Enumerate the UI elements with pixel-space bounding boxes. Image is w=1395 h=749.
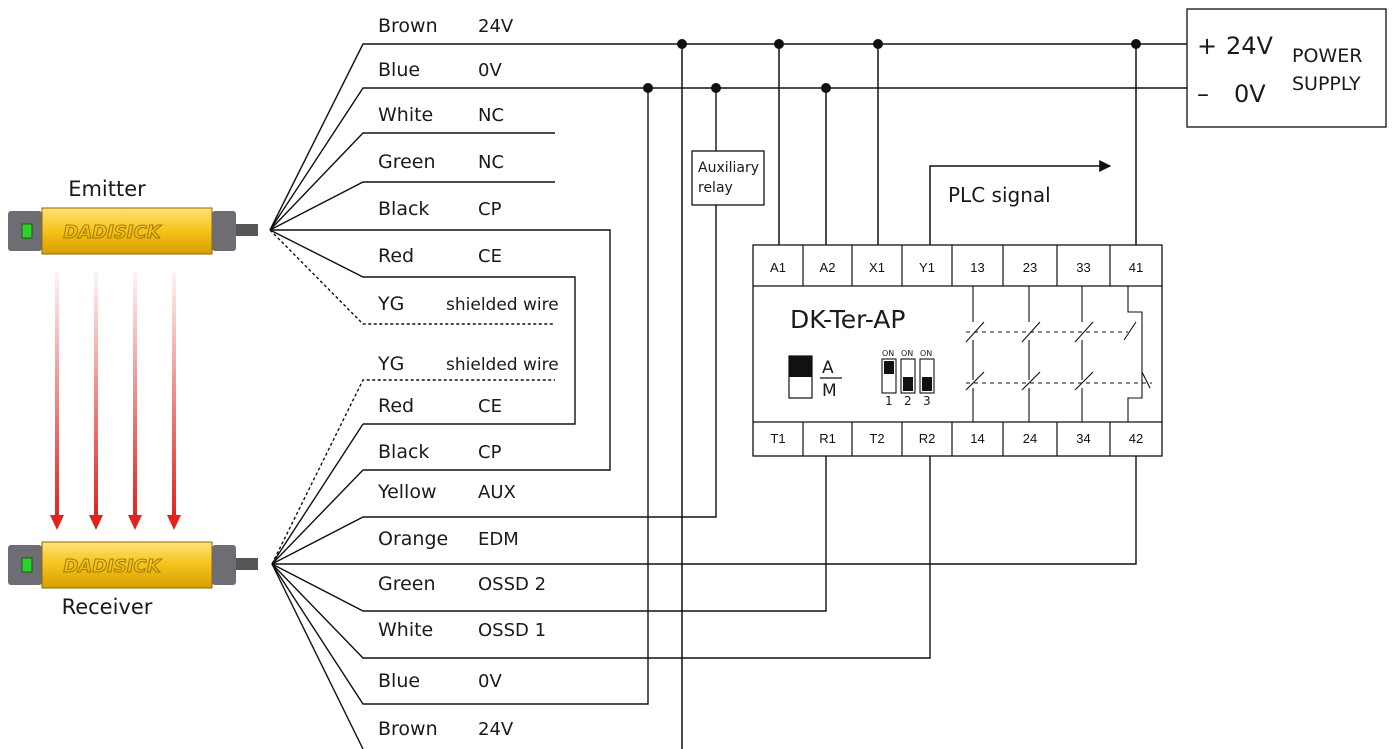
receiver-wire-color-2: Red (378, 395, 414, 417)
terminal-34: 34 (1076, 431, 1090, 446)
emitter-fan-wires (269, 43, 611, 471)
emitter-wire-signal-6: CE (478, 246, 502, 267)
emitter-wire-color-3: White (378, 104, 433, 126)
receiver-wire-signal-9: 24V (478, 719, 514, 740)
emitter-wire-signal-1: 24V (478, 16, 514, 37)
junction-dots (643, 39, 1141, 93)
emitter-wire-signal-7: shielded wire (446, 295, 559, 315)
dip-switches: ON ON ON 1 2 3 (881, 349, 935, 408)
mode-selector: A M (788, 355, 842, 401)
mode-m-label: M (822, 381, 837, 401)
receiver-wire-color-8: Blue (378, 670, 420, 692)
receiver-wire-color-6: Green (378, 573, 436, 595)
emitter-label: Emitter (68, 177, 146, 201)
power-bus (530, 43, 1187, 749)
beam-arrow-icon (167, 515, 181, 530)
emitter-wire-color-2: Blue (378, 59, 420, 81)
receiver-wire-signal-3: CP (478, 442, 502, 463)
aux-relay-line2: relay (698, 180, 733, 196)
terminal-y1: Y1 (919, 260, 935, 275)
emitter-wire-signal-5: CP (478, 199, 502, 220)
auxiliary-relay: Auxiliary relay (691, 150, 765, 206)
receiver-wire-signal-5: EDM (478, 529, 519, 550)
terminal-23: 23 (1023, 260, 1037, 275)
emitter-device: DADISICK (8, 207, 258, 255)
terminal-42: 42 (1129, 431, 1143, 446)
receiver-wire-signal-2: CE (478, 396, 502, 417)
dip-on-label-2: ON (901, 349, 913, 358)
terminal-r1: R1 (819, 431, 836, 446)
receiver-wire-signal-4: AUX (478, 482, 516, 503)
emitter-wire-signal-3: NC (478, 105, 504, 126)
plc-signal-label: PLC signal (948, 183, 1051, 207)
terminal-14: 14 (970, 431, 984, 446)
terminal-r2: R2 (919, 431, 936, 446)
light-beams (50, 272, 181, 530)
receiver-wire-signal-6: OSSD 2 (478, 574, 546, 595)
receiver-device: DADISICK (8, 541, 258, 589)
minus-0v-label: 0V (1234, 80, 1266, 108)
plus-sign: + (1197, 32, 1217, 60)
relay-contacts (965, 286, 1152, 422)
receiver-wire-signal-7: OSSD 1 (478, 620, 546, 641)
receiver-wire-color-7: White (378, 619, 433, 641)
terminal-41: 41 (1129, 260, 1143, 275)
terminal-a1: A1 (770, 260, 786, 275)
receiver-wire-color-3: Black (378, 441, 429, 463)
beam-arrow-icon (89, 515, 103, 530)
dip-number-2: 2 (904, 394, 912, 408)
emitter-wire-signal-2: 0V (478, 60, 502, 81)
beam-arrow-icon (50, 515, 64, 530)
emitter-indicator-led (21, 223, 33, 239)
power-title-line1: POWER (1292, 45, 1362, 67)
emitter-wire-color-4: Green (378, 151, 436, 173)
module-name: DK-Ter-AP (790, 305, 905, 334)
receiver-wire-signal-1: shielded wire (446, 355, 559, 375)
aux-relay-line1: Auxiliary (698, 160, 759, 176)
power-title-line2: SUPPLY (1292, 73, 1361, 95)
receiver-fan-wires (271, 88, 1137, 749)
receiver-wire-color-9: Brown (378, 718, 438, 740)
terminal-33: 33 (1076, 260, 1090, 275)
power-supply: + 24V – 0V POWER SUPPLY (1186, 8, 1387, 128)
emitter-wire-color-1: Brown (378, 15, 438, 37)
emitter-wire-color-5: Black (378, 198, 429, 220)
terminal-t1: T1 (770, 431, 785, 446)
terminal-24: 24 (1023, 431, 1037, 446)
dip-on-label-1: ON (882, 349, 894, 358)
emitter-wire-color-7: YG (377, 293, 404, 315)
mode-a-label: A (822, 358, 834, 378)
receiver-wire-color-4: Yellow (377, 481, 437, 503)
dip-number-1: 1 (885, 394, 893, 408)
emitter-wire-color-6: Red (378, 245, 414, 267)
emitter-wire-signal-4: NC (478, 152, 504, 173)
receiver-brand-logo: DADISICK (63, 556, 162, 577)
terminal-x1: X1 (869, 260, 885, 275)
terminal-13: 13 (970, 260, 984, 275)
plus-24v-label: 24V (1226, 32, 1274, 60)
receiver-label: Receiver (62, 595, 153, 619)
dip-on-label-3: ON (920, 349, 932, 358)
minus-sign: – (1197, 80, 1209, 108)
receiver-wire-color-5: Orange (378, 528, 448, 550)
terminal-t2: T2 (869, 431, 884, 446)
emitter-brand-logo: DADISICK (63, 222, 162, 243)
dip-number-3: 3 (923, 394, 931, 408)
receiver-wire-color-1: YG (377, 353, 404, 375)
beam-arrow-icon (128, 515, 142, 530)
receiver-indicator-led (21, 557, 33, 573)
terminal-a2: A2 (820, 260, 836, 275)
receiver-wire-signal-8: 0V (478, 671, 502, 692)
